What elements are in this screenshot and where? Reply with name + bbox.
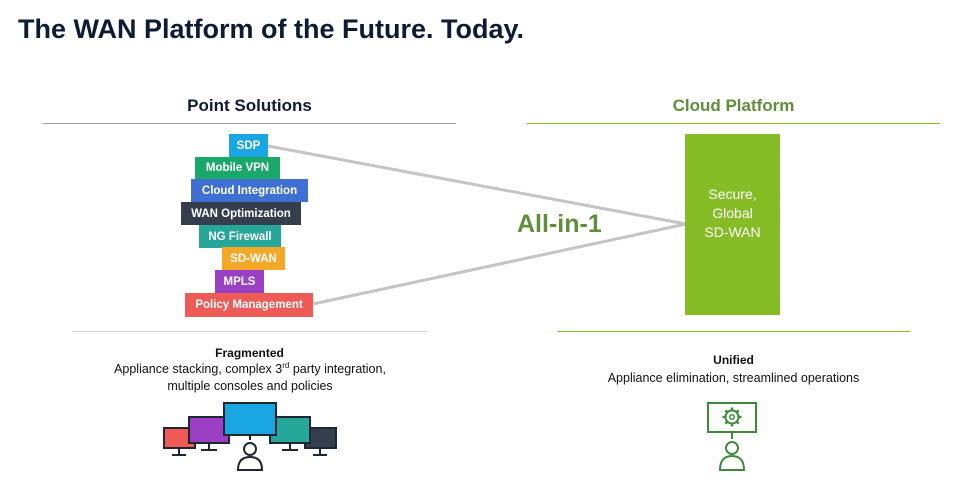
multi-monitor-user-icon xyxy=(163,402,337,471)
point-solutions-rule xyxy=(43,123,456,124)
stack-block-policy-management: Policy Management xyxy=(185,293,313,317)
cloud-box-line-3: SD-WAN xyxy=(704,224,761,240)
gear-monitor-user-icon xyxy=(707,402,757,471)
user-icon xyxy=(718,441,746,471)
connector-bottom-line xyxy=(312,222,687,306)
monitor-purple-icon xyxy=(188,416,230,451)
fragmented-description-line-1: Appliance stacking, complex 3rd party in… xyxy=(114,360,386,376)
unified-rule xyxy=(557,331,910,332)
monitor-blue-icon xyxy=(223,402,277,440)
point-solutions-heading: Point Solutions xyxy=(187,96,312,115)
cloud-box-line-2: Global xyxy=(712,205,753,221)
monitor-navy-icon xyxy=(304,427,337,456)
stack-block-sd-wan: SD-WAN xyxy=(222,247,285,270)
monitor-gear-icon xyxy=(707,402,757,439)
cloud-platform-rule xyxy=(527,123,940,124)
stack-block-mpls: MPLS xyxy=(215,270,264,293)
connector-top-line xyxy=(267,144,687,226)
fragmented-description-line-2: multiple consoles and policies xyxy=(167,379,333,393)
all-in-one-label: All-in-1 xyxy=(517,210,602,238)
cloud-platform-heading: Cloud Platform xyxy=(672,96,795,115)
fragmented-title: Fragmented xyxy=(215,346,284,360)
fragmented-description: Appliance stacking, complex 3rd party in… xyxy=(60,361,440,395)
page-title: The WAN Platform of the Future. Today. xyxy=(18,14,524,44)
stack-block-wan-optimization: WAN Optimization xyxy=(181,202,301,225)
fragmented-rule xyxy=(72,331,427,332)
cloud-box-line-1: Secure, xyxy=(708,186,757,202)
stack-block-cloud-integration: Cloud Integration xyxy=(191,179,308,202)
stack-block-sdp: SDP xyxy=(229,134,268,157)
gear-icon xyxy=(722,407,742,427)
unified-description: Appliance elimination, streamlined opera… xyxy=(607,371,860,385)
unified-title: Unified xyxy=(713,353,754,367)
user-icon xyxy=(236,442,264,471)
monitor-red-icon xyxy=(163,427,196,456)
stack-block-ng-firewall: NG Firewall xyxy=(199,225,281,248)
cloud-platform-box: Secure, Global SD-WAN xyxy=(685,134,780,315)
stack-block-mobile-vpn: Mobile VPN xyxy=(195,157,280,179)
